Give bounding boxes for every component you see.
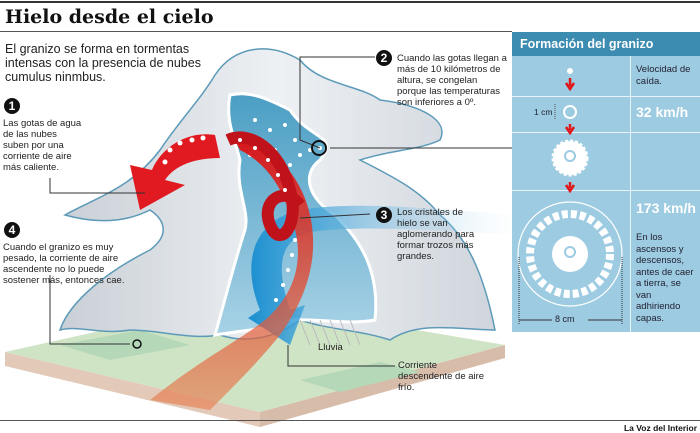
step-1-text: Las gotas de agua de las nubes suben por… xyxy=(3,118,82,173)
hailstone-growth-graphic xyxy=(517,68,623,324)
large-hailstone-outline xyxy=(517,201,623,307)
step-4-badge: 4 xyxy=(4,222,20,238)
large-hailstone-layer xyxy=(526,210,614,298)
callout-lines xyxy=(49,56,512,367)
warm-air-updraft-arrow xyxy=(150,135,314,410)
size-8cm-label: 8 cm xyxy=(555,314,575,324)
panel-row-line xyxy=(512,96,700,97)
red-arrow-down-icon xyxy=(564,78,576,92)
water-drop xyxy=(567,68,573,74)
title-rule xyxy=(0,31,512,32)
step-2-badge: 2 xyxy=(376,50,392,66)
panel-title: Formación del granizo xyxy=(512,32,700,56)
top-rule xyxy=(0,1,700,3)
step-3-badge: 3 xyxy=(376,207,392,223)
credit: La Voz del Interior xyxy=(623,423,697,433)
medium-hailstone xyxy=(551,139,589,177)
updraft-entry-arrow xyxy=(130,134,220,210)
panel-row-line xyxy=(512,132,700,133)
speed-173: 173 km/h xyxy=(636,200,696,216)
small-hailstone xyxy=(563,105,577,119)
step-1-badge: 1 xyxy=(4,98,20,114)
bottom-rule xyxy=(0,420,700,421)
hail-formation-panel: Formación del granizo 1 cm 8 cm Velocida… xyxy=(512,32,700,332)
speed-label: Velocidad de caída. xyxy=(636,64,691,87)
step-3-text: Los cristales de hielo se van aglomerand… xyxy=(397,207,475,262)
red-arrow-down-icon xyxy=(564,124,576,136)
step-4-text: Cuando el granizo es muy pesado, la corr… xyxy=(3,242,125,286)
large-hailstone-core xyxy=(552,236,588,272)
layers-text: En los ascensos y descensos, antes de ca… xyxy=(636,232,694,324)
page-title: Hielo desde el cielo xyxy=(5,6,214,28)
intro-text: El granizo se forma en tormentas intensa… xyxy=(5,42,201,84)
size-1cm-label: 1 cm xyxy=(534,107,553,117)
speed-32: 32 km/h xyxy=(636,104,689,120)
panel-divider xyxy=(630,56,631,332)
step-2-text: Cuando las gotas llegan a más de 10 kiló… xyxy=(397,53,507,108)
hail-dots-updraft xyxy=(162,135,297,302)
downdraft-label: Corriente descendente de aire frío. xyxy=(398,360,485,393)
rain-label: Lluvia xyxy=(318,342,343,353)
updraft-loop xyxy=(225,131,305,241)
red-arrow-down-icon xyxy=(564,182,576,194)
panel-row-line xyxy=(512,190,700,191)
rain-streaks xyxy=(299,319,361,346)
